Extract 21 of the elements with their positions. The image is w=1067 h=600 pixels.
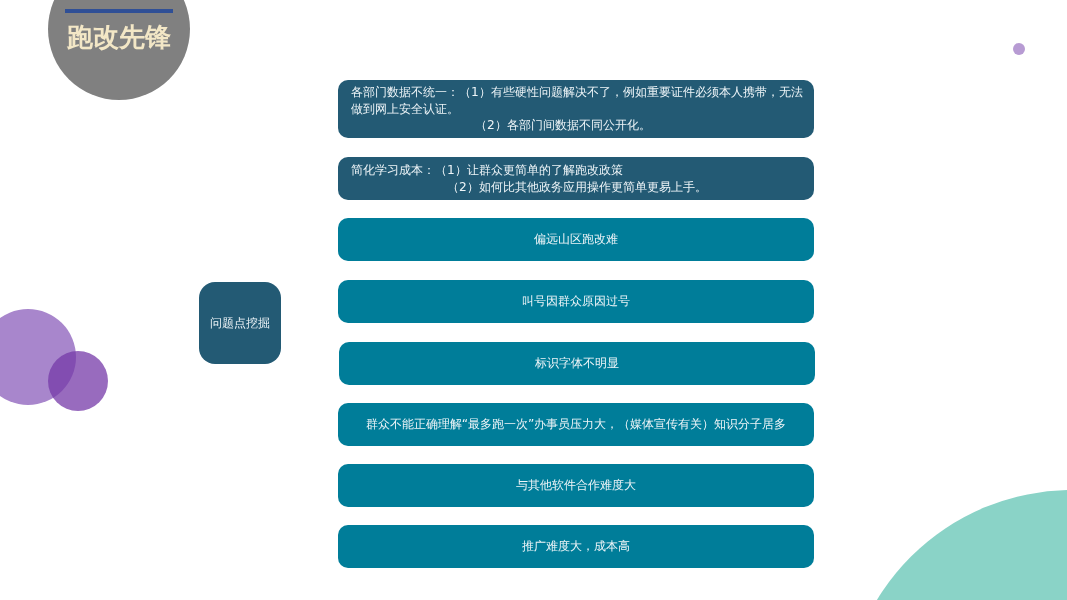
box-text: （2）如何比其他政务应用操作更简单更易上手。 — [446, 178, 708, 195]
box-text: （2）各部门间数据不同公开化。 — [474, 117, 652, 134]
problem-box — [338, 157, 814, 200]
box-text: 各部门数据不统一：（1）有些硬性问题解决不了，例如重要证件必须本人携带，无法做到网上安全认证。 — [351, 84, 804, 118]
title-text: 跑改先锋 — [66, 21, 172, 53]
problem-box — [338, 403, 814, 446]
problem-box — [338, 280, 814, 323]
problem-box — [338, 80, 814, 138]
problem-box — [339, 342, 815, 385]
problem-box — [338, 525, 814, 568]
box-text: 问题点挖掘 — [210, 314, 270, 332]
problem-box — [338, 218, 814, 261]
box-text: 与其他软件合作难度大 — [516, 477, 636, 494]
box-text: 群众不能正确理解“最多跑一次”办事员压力大，（媒体宣传有关）知识分子居多 — [365, 416, 787, 433]
box-text: 推广难度大，成本高 — [522, 538, 630, 555]
box-text: 偏远山区跑改难 — [534, 231, 618, 248]
box-text: 叫号因群众原因过号 — [522, 293, 630, 310]
problem-box — [338, 464, 814, 507]
category-box — [199, 282, 281, 364]
box-text: 标识字体不明显 — [535, 355, 619, 372]
box-text: 简化学习成本：（1）让群众更简单的了解跑改政策 — [351, 162, 624, 179]
